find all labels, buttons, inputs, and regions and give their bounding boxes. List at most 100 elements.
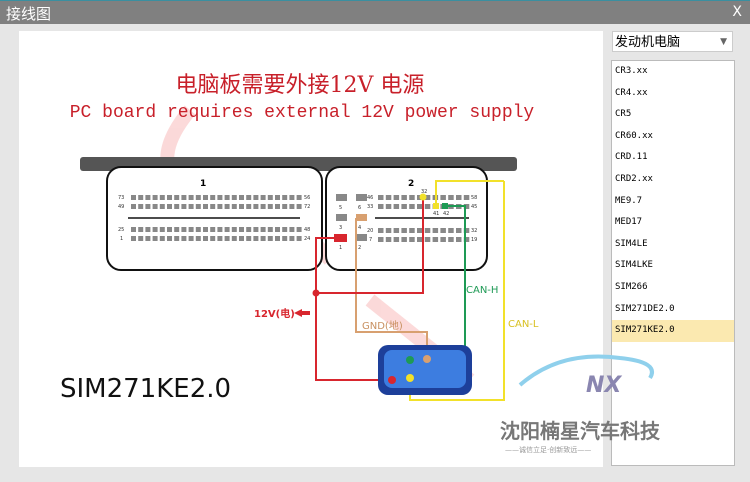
pin — [282, 195, 288, 200]
pin — [432, 228, 439, 233]
list-item[interactable]: SIM4LE — [615, 238, 648, 249]
dropdown-value: 发动机电脑 — [615, 35, 681, 50]
pin — [275, 204, 280, 209]
pin — [417, 228, 423, 233]
pin — [424, 204, 431, 209]
pin — [167, 236, 172, 241]
logo-company: 沈阳楠星汽车科技 — [500, 419, 661, 443]
ecu-type-dropdown[interactable]: 发动机电脑 ▼ — [612, 31, 733, 52]
label-can-l: CAN-L — [508, 319, 539, 330]
list-item[interactable]: SIM271DE2.0 — [615, 303, 675, 314]
pin — [188, 236, 194, 241]
svg-text:1: 1 — [339, 245, 342, 251]
label-12v: 12V(电) — [254, 307, 295, 320]
svg-text:19: 19 — [471, 237, 477, 243]
svg-text:72: 72 — [304, 204, 310, 210]
pin — [448, 228, 454, 233]
pin — [253, 204, 259, 209]
svg-text:6: 6 — [358, 205, 361, 211]
pin — [393, 237, 400, 242]
list-item[interactable]: CRD.11 — [615, 152, 648, 163]
pin — [159, 227, 165, 232]
list-item[interactable]: SIM271KE2.0 — [612, 320, 734, 342]
pin — [210, 195, 216, 200]
pin — [210, 227, 216, 232]
pin — [289, 236, 295, 241]
pin — [296, 236, 302, 241]
pin — [456, 195, 462, 200]
connector-2-label: 2 — [408, 179, 414, 189]
list-item[interactable]: CR60.xx — [615, 130, 653, 141]
list-item[interactable]: CR5 — [615, 109, 632, 120]
pin — [246, 195, 252, 200]
svg-text:73: 73 — [118, 195, 124, 201]
pin — [289, 204, 295, 209]
pin — [174, 227, 180, 232]
pin — [275, 227, 280, 232]
pin — [378, 195, 384, 200]
chevron-down-icon: ▼ — [720, 37, 727, 47]
connector-1-label: 1 — [200, 179, 206, 189]
svg-text:46: 46 — [367, 195, 373, 201]
pin — [356, 194, 367, 201]
list-item[interactable]: CRD2.xx — [615, 173, 653, 184]
list-item[interactable]: CR4.xx — [615, 87, 648, 98]
pin — [167, 195, 172, 200]
svg-text:7: 7 — [369, 237, 372, 243]
pin — [195, 236, 201, 241]
pin — [174, 195, 180, 200]
pin — [152, 227, 158, 232]
pin — [253, 195, 259, 200]
pin — [224, 227, 230, 232]
pin — [224, 204, 230, 209]
list-item[interactable]: SIM266 — [615, 281, 648, 292]
svg-text:2: 2 — [358, 245, 361, 251]
svg-text:25: 25 — [118, 227, 124, 233]
model-label: SIM271KE2.0 — [60, 374, 231, 404]
pin — [440, 195, 446, 200]
pin — [440, 237, 446, 242]
pin — [188, 204, 194, 209]
close-button[interactable]: X — [732, 4, 742, 20]
title-cn: 电脑板需要外接12V 电源 — [176, 73, 425, 98]
pin — [224, 236, 230, 241]
pin — [463, 204, 470, 209]
pin — [448, 237, 454, 242]
pin — [393, 195, 400, 200]
list-item[interactable]: SIM4LKE — [615, 260, 653, 271]
title-bar: 接线图 X — [0, 0, 750, 24]
can-l-wire — [435, 180, 504, 206]
svg-text:45: 45 — [471, 204, 477, 210]
pin — [409, 195, 415, 200]
pin — [378, 228, 384, 233]
pin — [385, 237, 392, 242]
pin — [131, 236, 136, 241]
pin — [167, 227, 172, 232]
pin — [231, 204, 237, 209]
list-item[interactable]: MED17 — [615, 217, 643, 228]
svg-text:41: 41 — [433, 211, 439, 217]
svg-text:20: 20 — [367, 228, 373, 234]
pin — [267, 195, 273, 200]
pin — [188, 227, 194, 232]
pin — [260, 204, 266, 209]
pin — [260, 195, 266, 200]
pin — [203, 204, 208, 209]
pin — [282, 227, 288, 232]
pin — [181, 195, 187, 200]
pin — [440, 228, 446, 233]
pin — [267, 227, 273, 232]
pin — [401, 195, 407, 200]
pin — [210, 236, 216, 241]
pin — [253, 236, 259, 241]
pin — [296, 204, 302, 209]
list-item[interactable]: ME9.7 — [615, 195, 643, 206]
pin — [152, 195, 158, 200]
label-can-h: CAN-H — [466, 285, 498, 296]
pin — [417, 204, 423, 209]
list-item[interactable]: CR3.xx — [615, 66, 648, 76]
pin — [181, 236, 187, 241]
